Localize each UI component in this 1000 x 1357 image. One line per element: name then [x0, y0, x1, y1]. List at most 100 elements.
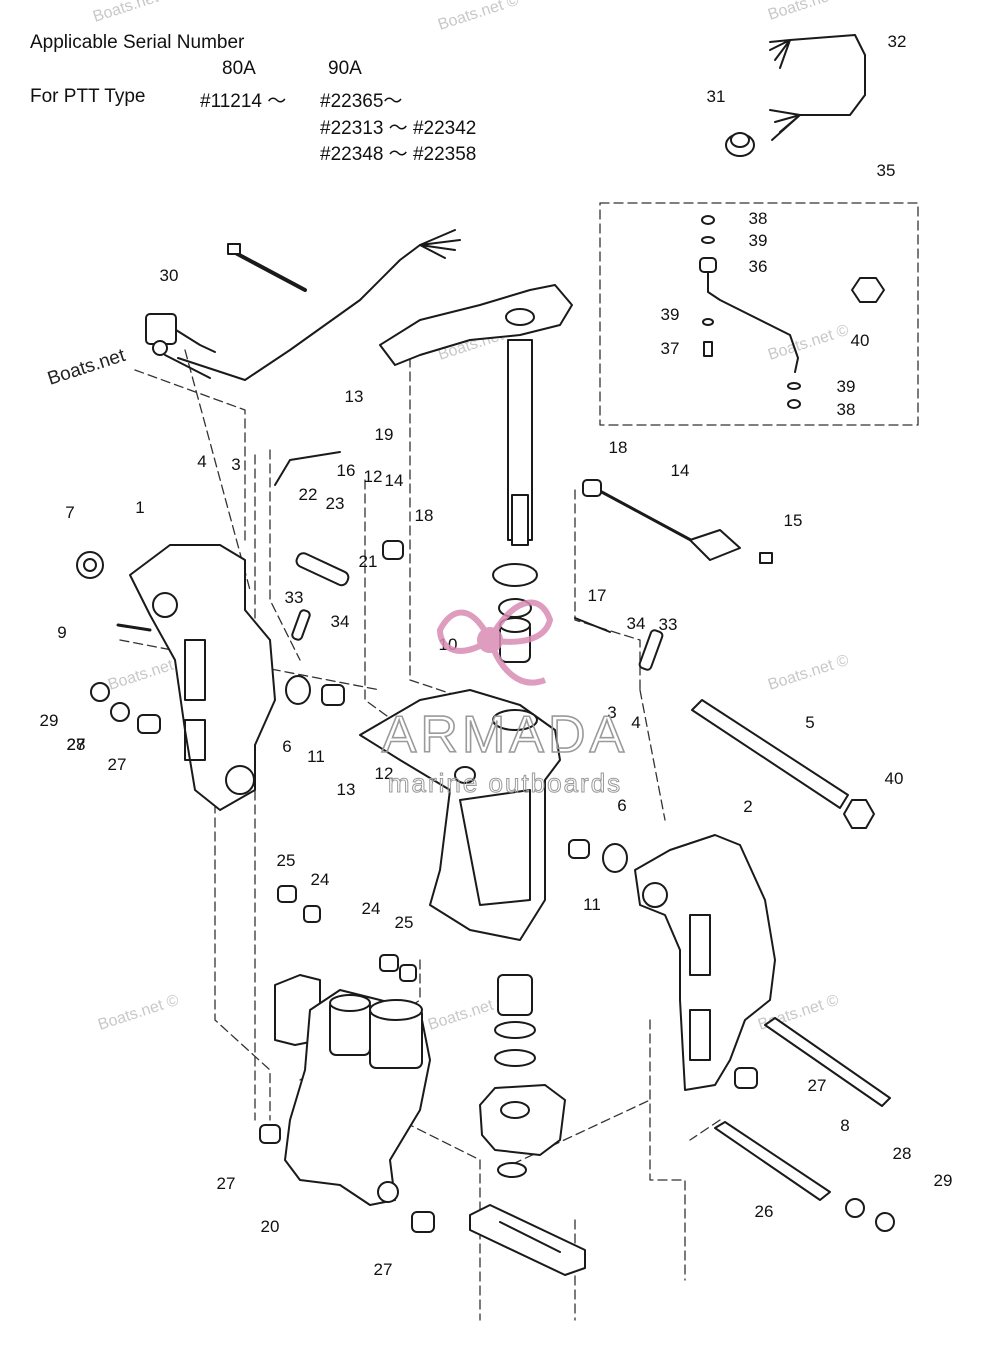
ptt-type-label: For PTT Type — [30, 86, 146, 107]
part-1-clamp-bracket-left — [129, 544, 276, 811]
callout-3: 3 — [231, 455, 240, 474]
callout-27: 27 — [808, 1076, 827, 1095]
serial-90a-1: #22365～ — [320, 91, 403, 112]
watermark-text: Boats.net © — [766, 652, 851, 694]
serial-80a: #11214 ～ — [200, 91, 287, 112]
callout-18: 18 — [609, 438, 628, 457]
callout-13: 13 — [345, 387, 364, 406]
callout-38: 38 — [749, 209, 768, 228]
callout-18: 18 — [415, 506, 434, 525]
callout-34: 34 — [331, 612, 350, 631]
callout-29: 29 — [40, 711, 59, 730]
part-31-grommet — [725, 132, 755, 157]
callout-19: 19 — [375, 425, 394, 444]
propeller-icon — [436, 599, 554, 686]
kit-35-box — [599, 202, 919, 426]
callout-14: 14 — [671, 461, 690, 480]
small-hardware — [76, 451, 895, 1233]
callout-6: 6 — [282, 737, 291, 756]
callout-39: 39 — [749, 231, 768, 250]
part-20-ptt-unit — [274, 974, 431, 1206]
callout-28: 28 — [67, 735, 86, 754]
steering-arm-shaft — [379, 284, 573, 546]
callout-40: 40 — [885, 769, 904, 788]
watermark-text: Boats.net © — [96, 992, 181, 1034]
callout-27: 27 — [217, 1174, 236, 1193]
part-drawings — [76, 34, 919, 1321]
callout-16: 16 — [337, 461, 356, 480]
callout-11: 11 — [307, 747, 325, 766]
callout-15: 15 — [784, 511, 803, 530]
applicable-serial-label: Applicable Serial Number — [30, 32, 245, 53]
anode-plate — [469, 1204, 586, 1276]
watermark-text: Boats.net © — [436, 0, 521, 34]
callout-24: 24 — [311, 870, 330, 889]
callout-27: 27 — [374, 1260, 393, 1279]
watermark-text: Boats.net © — [91, 0, 176, 26]
brand-logo: ARMADA marine outboards — [381, 599, 628, 799]
callout-4: 4 — [197, 452, 206, 471]
callout-38: 38 — [837, 400, 856, 419]
brand-subtitle: marine outboards — [388, 768, 622, 798]
callout-22: 22 — [299, 485, 318, 504]
callout-32: 32 — [888, 32, 907, 51]
part-40-nut — [851, 277, 885, 303]
callout-12: 12 — [375, 764, 394, 783]
callout-21: 21 — [359, 552, 378, 571]
callout-34: 34 — [627, 614, 646, 633]
watermark-text: Boats.net © — [766, 322, 851, 364]
callout-20: 20 — [261, 1217, 280, 1236]
callout-13: 13 — [337, 780, 356, 799]
callout-11: 11 — [583, 895, 601, 914]
kit-35-parts — [699, 215, 885, 409]
lower-swivel-block — [479, 974, 566, 1178]
callout-24: 24 — [362, 899, 381, 918]
part-32-harness — [769, 34, 866, 141]
callout-8: 8 — [840, 1116, 849, 1135]
callout-7: 7 — [65, 503, 74, 522]
callout-12: 12 — [364, 467, 383, 486]
part-5-tilt-tube — [691, 699, 875, 829]
callout-25: 25 — [277, 851, 296, 870]
col-90a-label: 90A — [328, 58, 362, 79]
part-30-bracket — [145, 229, 461, 381]
callout-33: 33 — [285, 588, 304, 607]
callout-35: 35 — [877, 161, 896, 180]
callout-3: 3 — [607, 703, 616, 722]
callout-17: 17 — [588, 586, 607, 605]
part-10-swivel-bracket — [359, 689, 561, 941]
callout-5: 5 — [805, 713, 814, 732]
watermark-site-plain: Boats.net — [45, 345, 129, 390]
col-80a-label: 80A — [222, 58, 256, 79]
callout-23: 23 — [326, 494, 345, 513]
callout-1: 1 — [135, 498, 144, 517]
callout-9: 9 — [57, 623, 66, 642]
callout-37: 37 — [661, 339, 680, 358]
part-26-rod — [714, 1121, 831, 1201]
callout-31: 31 — [707, 87, 726, 106]
serial-90a-3: #22348 ～ #22358 — [320, 144, 477, 165]
callout-36: 36 — [749, 257, 768, 276]
callout-27: 27 — [67, 735, 86, 754]
callout-39: 39 — [661, 305, 680, 324]
callout-4: 4 — [631, 713, 640, 732]
callout-2: 2 — [743, 797, 752, 816]
callout-14: 14 — [385, 471, 404, 490]
part-8-rod — [764, 1017, 891, 1107]
callout-26: 26 — [755, 1202, 774, 1221]
callout-27: 27 — [108, 755, 127, 774]
brand-name: ARMADA — [382, 706, 628, 764]
callout-40: 40 — [851, 331, 870, 350]
part-2-clamp-bracket-right — [634, 834, 776, 1091]
callout-25: 25 — [395, 913, 414, 932]
part-14-rod-right — [582, 479, 773, 564]
watermark-text: Boats.net © — [766, 0, 851, 24]
callout-30: 30 — [160, 266, 179, 285]
callout-39: 39 — [837, 377, 856, 396]
callout-6: 6 — [617, 796, 626, 815]
callout-33: 33 — [659, 615, 678, 634]
callout-28: 28 — [893, 1144, 912, 1163]
